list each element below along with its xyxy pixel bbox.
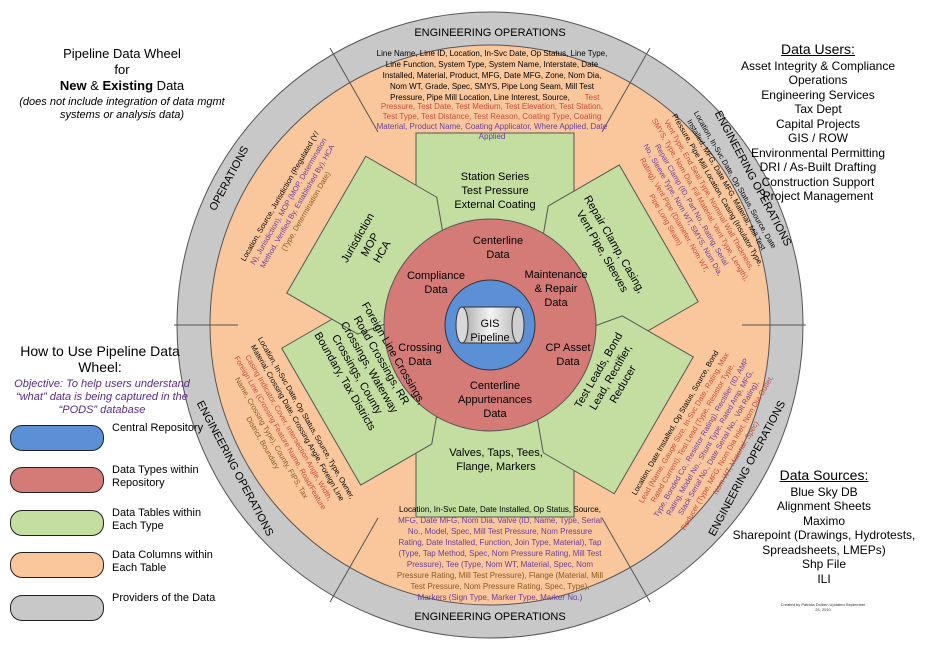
col-bot-6: Pressure Rating, Mill Test Pressure), Fl…	[397, 571, 603, 580]
center-label-1: GIS	[481, 318, 500, 330]
legend-swatch-green	[10, 510, 104, 536]
type-maint-2: & Repair	[535, 283, 578, 295]
legend-item-types: Data Types within Repository	[10, 464, 220, 494]
data-sources-panel: Data Sources: Blue Sky DB Alignment Shee…	[724, 468, 924, 586]
table-bottom-2: Flange, Markers	[456, 461, 536, 473]
type-centerline-2: Data	[486, 249, 510, 261]
table-top-1: Station Series	[461, 171, 530, 183]
data-user-item: Environmental Permitting	[750, 145, 886, 160]
type-compliance-2: Data	[424, 284, 448, 296]
data-user-item: Construction Support	[761, 174, 875, 189]
section-dividers	[174, 47, 806, 603]
col-top-c1: Pressure, Test Date, Test Medium, Test E…	[381, 102, 603, 111]
col-top-c0: Test	[585, 93, 600, 102]
data-user-item: Tax Dept	[794, 102, 842, 116]
legend-swatch-blue	[10, 425, 104, 451]
title-note: (does not include integration of data mg…	[19, 96, 225, 121]
title-new: New	[59, 78, 87, 93]
type-centerline-1: Centerline	[473, 235, 523, 247]
data-users-panel: Data Users: Asset Integrity & Compliance…	[708, 42, 928, 204]
col-top-c3: Material, Product Name, Coating Applicat…	[377, 122, 608, 131]
type-appurt-3: Data	[483, 408, 507, 420]
type-appurt-1: Centerline	[470, 380, 520, 392]
table-bottom-1: Valves, Taps, Tees,	[449, 447, 543, 459]
col-bot-4: (Type, Tap Method, Spec, Nom Pressure Ra…	[399, 549, 603, 558]
col-top-3: Nom WT, Grade, Spec, SMYS, Pipe Long Sea…	[390, 82, 595, 91]
legend-item-columns: Data Columns within Each Table	[10, 549, 220, 579]
table-top-2: Test Pressure	[461, 185, 528, 197]
type-maint-3: Data	[544, 297, 568, 309]
col-bot-8: Markers (Sign Type, Marker Type, Marker …	[418, 593, 583, 602]
type-maint-1: Maintenance	[525, 269, 588, 281]
data-source-item: Shp File	[801, 557, 847, 571]
title-line-3: New & Existing Data	[10, 78, 234, 94]
type-compliance-1: Compliance	[407, 270, 465, 282]
center-label-2: Pipeline	[470, 332, 509, 344]
data-source-item: Maximo	[802, 513, 845, 528]
legend-label: Data Types within Repository	[112, 464, 199, 489]
columns-top: Line Name, Line ID, Location, In-Svc Dat…	[377, 49, 608, 141]
data-user-item: Operations	[788, 73, 848, 87]
col-top-2: Installed, Material, Product, MFG, Date …	[383, 71, 602, 80]
legend-item-providers: Providers of the Data	[10, 592, 220, 622]
legend-item-tables: Data Tables within Each Type	[10, 507, 220, 537]
col-bot-5: Pressure), Tee (Type, Nom WT, Material, …	[407, 560, 593, 569]
table-top-3: External Coating	[454, 199, 535, 211]
col-bot-0: Location, In-Svc Date, Date Installed, O…	[399, 505, 601, 514]
col-top-c4: Applied	[479, 132, 506, 141]
howto-objective: Objective: To help users understand “wha…	[14, 378, 190, 416]
title-data: Data	[153, 78, 185, 93]
legend-label: Central Repository	[112, 422, 204, 434]
legend-label: Data Tables within Each Type	[112, 507, 202, 532]
col-bot-1: MFG, Date MFG, Nom Dia, Valve (ID, Name,…	[398, 516, 602, 525]
type-cp-2: Data	[556, 356, 580, 368]
type-appurt-2: Appurtenances	[458, 394, 532, 406]
data-user-item: Project Management	[762, 189, 874, 203]
legend-label: Providers of the Data	[112, 592, 216, 604]
data-sources-heading: Data Sources:	[779, 467, 869, 483]
data-user-item: DRI / As-Built Drafting	[759, 160, 877, 174]
provider-bottom: ENGINEERING OPERATIONS	[414, 611, 565, 623]
data-user-item: Capital Projects	[775, 116, 861, 131]
legend-swatch-grey	[10, 595, 104, 621]
credit-note: Created by Patricia Dolben Updated Septe…	[780, 602, 866, 612]
legend-label: Data Columns within Each Table	[112, 549, 213, 574]
title-line-2: for	[114, 62, 130, 77]
pipeline-cylinder-icon	[455, 306, 525, 344]
provider-top: ENGINEERING OPERATIONS	[414, 27, 565, 39]
col-top-1: Line Function, System Type, System Name,…	[386, 60, 599, 69]
howto-heading: How to Use Pipeline Data Wheel:	[20, 343, 180, 375]
legend-swatch-orange	[10, 552, 104, 578]
legend-swatch-red	[10, 467, 104, 493]
col-bot-2: No., Model, Spec, Mill Test Pressure, No…	[408, 527, 593, 536]
columns-bottom: Location, In-Svc Date, Date Installed, O…	[397, 505, 603, 602]
data-source-item: ILI	[817, 571, 831, 586]
data-user-item: Asset Integrity & Compliance	[740, 58, 896, 73]
legend-item-central: Central Repository	[10, 422, 220, 452]
data-user-item: Engineering Services	[761, 87, 875, 102]
data-source-item: Alignment Sheets	[776, 499, 872, 513]
diagram-title: Pipeline Data Wheel for New & Existing D…	[10, 46, 234, 122]
col-top-c2: Test Type, Test Distance, Test Reason, C…	[383, 112, 602, 121]
data-source-item: Blue Sky DB	[790, 484, 858, 499]
col-top-0: Line Name, Line ID, Location, In-Svc Dat…	[377, 49, 608, 58]
type-crossing-1: Crossing	[398, 342, 441, 354]
data-source-item: Sharepoint (Drawings, Hydrotests, Spread…	[732, 528, 916, 557]
data-type-labels: Centerline Data Maintenance & Repair Dat…	[398, 235, 590, 420]
title-existing: Existing	[102, 78, 154, 93]
col-bot-7: Test Pressure, Nom Pressure Rating, Spec…	[410, 582, 589, 591]
data-users-heading: Data Users:	[781, 41, 855, 57]
type-crossing-2: Data	[408, 356, 432, 368]
title-line-1: Pipeline Data Wheel	[63, 46, 181, 61]
data-user-item: GIS / ROW	[788, 131, 848, 145]
col-top-4: Pressure, Pipe Mill Location, Line Inter…	[390, 93, 570, 102]
type-cp-1: CP Asset	[545, 342, 590, 354]
title-amp: &	[86, 78, 103, 93]
col-bot-3: Rating, Date Installed, Function, Join T…	[399, 538, 602, 547]
